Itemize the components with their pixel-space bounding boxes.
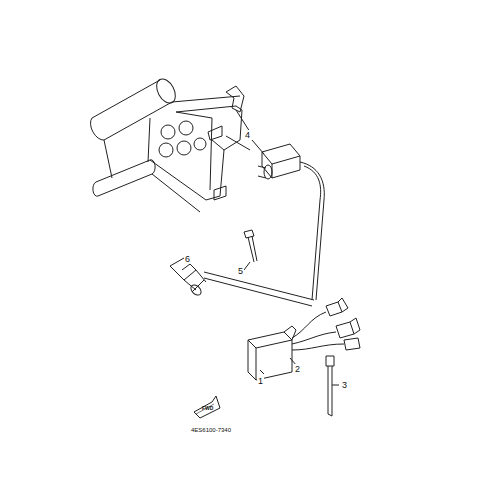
- frame-head-tube: [91, 76, 180, 196]
- wire-harness: [292, 298, 360, 350]
- direction-mark: FWD: [201, 405, 214, 411]
- fwd-arrow-symbol: [194, 396, 220, 418]
- high-tension-cable: [204, 162, 324, 306]
- callout-number: 3: [341, 380, 348, 390]
- coil-bracket: [208, 86, 250, 200]
- coil-bolt: [244, 230, 257, 262]
- callout-number: 6: [184, 254, 191, 264]
- callout-number: 5: [237, 266, 244, 276]
- cable-tie: [326, 356, 334, 416]
- callout-number: 2: [294, 364, 301, 374]
- ignition-coil: [258, 144, 300, 179]
- frame-gusset-plate: [150, 96, 242, 212]
- leader-lines: [182, 140, 339, 385]
- diagram-code: 4ES6100-7340: [190, 427, 232, 434]
- cdi-unit: [248, 326, 296, 380]
- callout-number: 4: [244, 130, 251, 140]
- callout-number: 1: [257, 376, 264, 386]
